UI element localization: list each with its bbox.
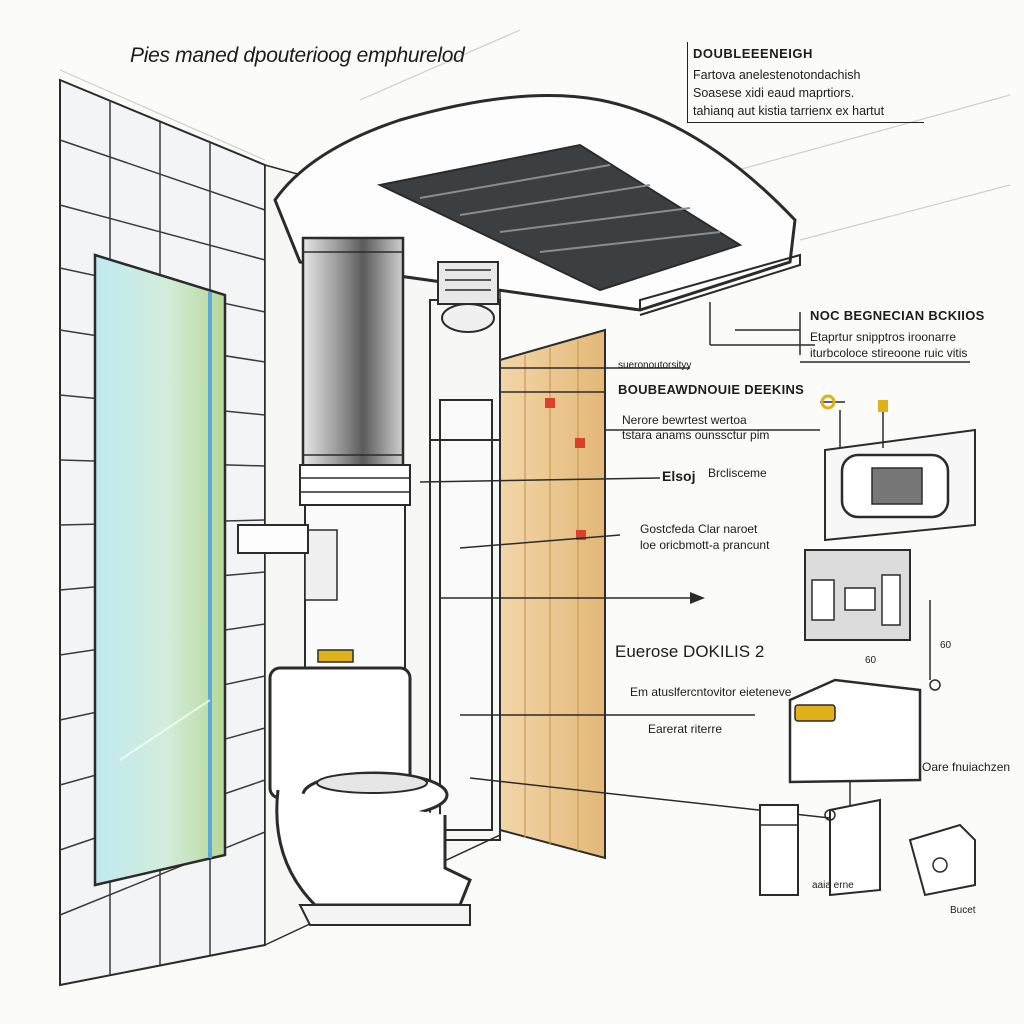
ceiling-vent-hood <box>273 94 801 316</box>
socket-line: loe oricbmott-a prancunt <box>640 538 770 552</box>
cistern-detail <box>788 678 922 810</box>
mid-heading: BOUBEAWDNOUIE DEEKINS <box>618 382 805 397</box>
info-box-frame <box>687 42 924 123</box>
ventilation-heading: NOC BEGNECIAN BCKIIOS <box>810 308 985 323</box>
ventilation-line: iturbcoloce stireoone ruic vitis <box>810 346 968 360</box>
info-box-heading: DOUBLEEENEIGH <box>693 46 813 61</box>
plumbing-parts <box>759 798 976 897</box>
section-line: Earerat riterre <box>648 722 723 736</box>
section-line: Em atuslfercntovitor eieteneve <box>630 685 792 699</box>
vent-grille-detail <box>820 394 976 542</box>
switch-panel-detail <box>804 549 941 691</box>
exhaust-fan <box>437 261 499 333</box>
mid-line: Nerore bewrtest wertoa <box>622 413 747 427</box>
number-label: 60 <box>940 640 952 651</box>
mid-line: tstara anams ounssctur pim <box>622 428 770 442</box>
arrow-head <box>690 592 705 604</box>
info-box-line: Soasese xidi eaud maprtiors. <box>693 86 855 100</box>
number-label: 60 <box>865 655 877 666</box>
toilet <box>268 649 472 926</box>
ventilation-line: Etaprtur snipptros iroonarre <box>810 330 957 344</box>
bracket-label-a: Elsoj <box>662 468 696 484</box>
glass-shower-panel <box>93 253 227 887</box>
info-box-line: Fartova anelestenotondachish <box>693 68 861 82</box>
duct-pipe <box>237 236 411 671</box>
diagram-title: Pies maned dpouterioog emphurelod <box>130 44 465 67</box>
room-perspective-lines <box>59 29 1011 241</box>
wood-panel <box>499 328 606 860</box>
small-part-label: Bucet <box>950 905 976 916</box>
door-frame <box>429 299 501 841</box>
info-box-line: tahianq aut kistia tarrienx ex hartut <box>693 104 885 118</box>
socket-line: Gostcfeda Clar naroet <box>640 522 758 536</box>
fixture-label: Oare fnuiachzen <box>922 760 1011 774</box>
section-heading: Euerose DOKILIS 2 <box>615 642 765 661</box>
bracket-label-b: Brclisceme <box>708 466 767 480</box>
small-part-label: aaia erne <box>812 880 854 891</box>
small-tag-label: sueronoutorsityy <box>618 360 692 371</box>
leader-lines <box>419 302 970 819</box>
